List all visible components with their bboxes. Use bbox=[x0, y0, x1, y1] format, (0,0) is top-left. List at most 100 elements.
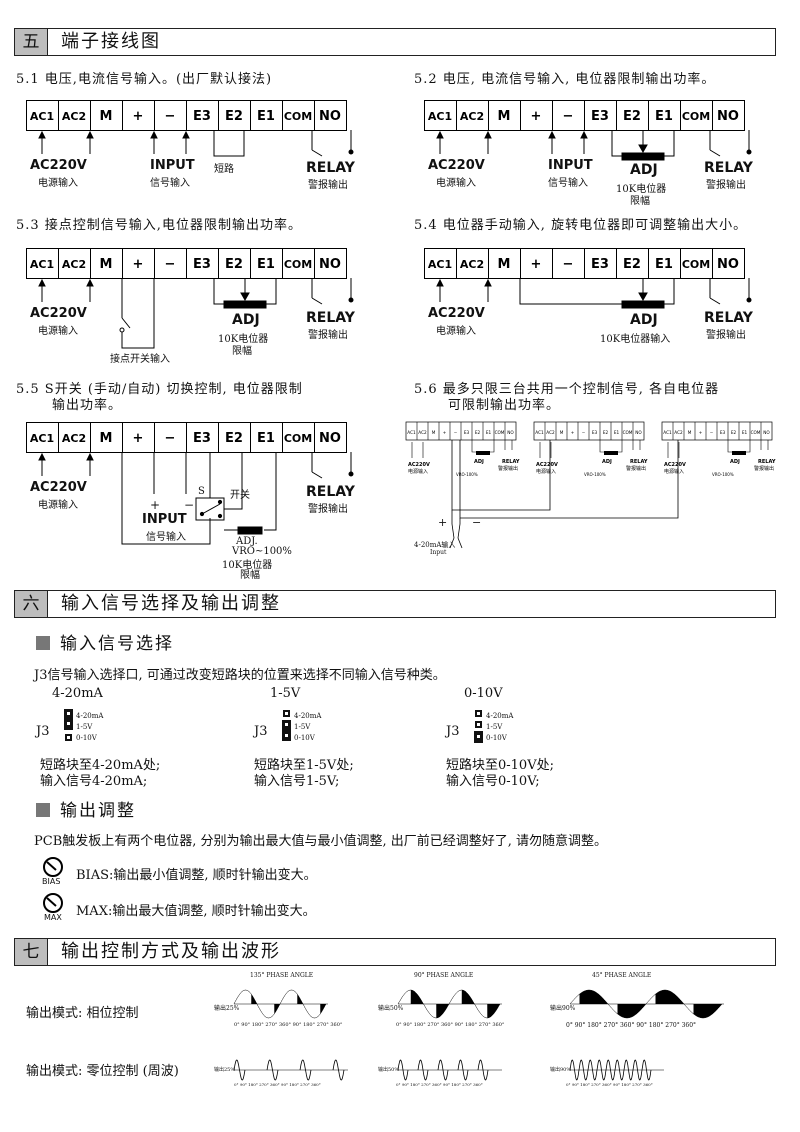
mini-terminal-label: E1 bbox=[486, 430, 492, 435]
alarm-output-label: 警报输出 bbox=[308, 504, 348, 515]
caption-5-4: 5.4 电位器手动输入, 旋转电位器即可调整输出大小。 bbox=[414, 218, 748, 233]
max-potentiometer-icon bbox=[43, 893, 63, 913]
zero-wave-25 bbox=[233, 1059, 348, 1081]
mini-ac220: AC220V bbox=[536, 462, 558, 468]
mini-terminal-label: E3 bbox=[592, 430, 598, 435]
jumper-icon bbox=[282, 710, 291, 741]
input-label: INPUT bbox=[548, 158, 593, 173]
bias-text: BIAS:输出最小值调整, 顺时针输出变大。 bbox=[76, 868, 317, 883]
pot-10k-label: 10K电位器 bbox=[218, 334, 269, 345]
input-label: INPUT bbox=[150, 158, 195, 173]
terminal-1-label: AC2 bbox=[62, 110, 86, 123]
terminal-0-label: AC1 bbox=[428, 110, 452, 123]
ac220-label: AC220V bbox=[428, 158, 485, 173]
square-bullet-icon bbox=[36, 803, 50, 817]
mini-terminal-label: E2 bbox=[475, 430, 481, 435]
mini-terminal-label: AC2 bbox=[418, 430, 427, 435]
mini-terminal-label: E1 bbox=[614, 430, 620, 435]
ac220-label: AC220V bbox=[428, 306, 485, 321]
output-adjust-desc: PCB触发板上有两个电位器, 分别为输出最大值与最小值调整, 出厂前已经调整好了… bbox=[34, 834, 608, 849]
option-line1: 短路块至4-20mA处; bbox=[40, 758, 161, 773]
output-pct-label: 输出90% bbox=[550, 1005, 576, 1012]
mini-alarm-out: 警报输出 bbox=[498, 465, 518, 472]
terminal-8-label: COM bbox=[284, 432, 312, 445]
terminal-2-label: M bbox=[498, 109, 511, 124]
j3-option-4-20ma: 4-20mA J3 4-20mA 1-5V 0-10V 短路块至4-20mA处;… bbox=[36, 686, 266, 789]
output-pct-label: 输出90% bbox=[550, 1067, 572, 1073]
terminal-9-label: NO bbox=[717, 257, 739, 272]
input-small-label: Input bbox=[430, 549, 447, 556]
terminal-6-label: E2 bbox=[225, 431, 243, 446]
mini-vro: VRO-100% bbox=[712, 472, 734, 477]
mini-power-in: 电源输入 bbox=[664, 468, 684, 475]
mini-terminal-label: + bbox=[699, 430, 703, 435]
terminal-6-label: E2 bbox=[623, 109, 641, 124]
terminal-2-label: M bbox=[100, 431, 113, 446]
ma-input-label: 4-20mA输入 bbox=[414, 541, 456, 549]
terminal-3-label: + bbox=[133, 431, 144, 446]
terminal-7-label: E1 bbox=[257, 431, 275, 446]
axis-ticks: 0° 90° 180° 270° 360° 90° 180° 270° 360° bbox=[396, 1022, 505, 1028]
power-input-label: 电源输入 bbox=[436, 178, 476, 189]
mini-terminal-label: E1 bbox=[742, 430, 748, 435]
output-pct-label: 输出50% bbox=[378, 1005, 404, 1012]
axis-ticks: 0° 90° 180° 270° 360° 90° 180° 270° 360° bbox=[234, 1022, 343, 1028]
terminal-4-label: − bbox=[165, 109, 176, 124]
adj-label: ADJ bbox=[630, 162, 658, 178]
caption-5-6b: 可限制输出功率。 bbox=[448, 398, 561, 413]
terminal-6-label: E2 bbox=[623, 257, 641, 272]
mini-terminal-label: NO bbox=[763, 430, 770, 435]
mode-zero-label: 输出模式: 零位控制 (周波) bbox=[26, 1064, 179, 1079]
adj-label: ADJ. bbox=[236, 536, 258, 547]
caption-5-3: 5.3 接点控制信号输入,电位器限制输出功率。 bbox=[16, 218, 302, 233]
terminal-4-label: − bbox=[165, 431, 176, 446]
limit-label: 限幅 bbox=[630, 196, 650, 207]
caption-5-1: 5.1 电压,电流信号输入。(出厂默认接法) bbox=[16, 72, 273, 87]
caption-5-2: 5.2 电压, 电流信号输入, 电位器限制输出功率。 bbox=[414, 72, 716, 87]
mini-alarm-out: 警报输出 bbox=[754, 465, 774, 472]
option-line2: 输入信号1-5V; bbox=[254, 774, 340, 789]
pin-label: 1-5V bbox=[294, 723, 311, 731]
j3-option-0-10v: 0-10V J3 4-20mA 1-5V 0-10V 短路块至0-10V处; 输… bbox=[446, 686, 676, 789]
mini-terminal-label: AC2 bbox=[546, 430, 555, 435]
terminal-1-label: AC2 bbox=[460, 110, 484, 123]
subheading-text: 输入信号选择 bbox=[60, 634, 174, 654]
relay-label: RELAY bbox=[704, 310, 753, 326]
signal-input-label: 信号输入 bbox=[146, 532, 186, 543]
terminal-4-label: − bbox=[165, 257, 176, 272]
subheading-text: 输出调整 bbox=[60, 801, 136, 821]
ac220-label: AC220V bbox=[30, 306, 87, 321]
pot-10k-input-label: 10K电位器输入 bbox=[600, 334, 671, 345]
mini-adj: ADJ bbox=[474, 459, 484, 465]
mini-terminal-label: E3 bbox=[720, 430, 726, 435]
mini-vro: VRO-100% bbox=[456, 472, 478, 477]
mini-terminal-label: COM bbox=[623, 430, 633, 435]
terminal-7-label: E1 bbox=[655, 257, 673, 272]
j3-option-1-5v: 1-5V J3 4-20mA 1-5V 0-10V 短路块至1-5V处; 输入信… bbox=[254, 686, 484, 789]
mini-terminal-label: E2 bbox=[603, 430, 609, 435]
power-input-label: 电源输入 bbox=[38, 178, 78, 189]
mini-terminal-label: E3 bbox=[464, 430, 470, 435]
alarm-output-label: 警报输出 bbox=[706, 180, 746, 191]
relay-label: RELAY bbox=[306, 310, 355, 326]
terminal-9-label: NO bbox=[319, 257, 341, 272]
mini-relay: RELAY bbox=[758, 459, 776, 465]
mini-terminal-label: M bbox=[432, 430, 436, 435]
section-number: 五 bbox=[15, 29, 48, 55]
mini-alarm-out: 警报输出 bbox=[626, 465, 646, 472]
switch-label: 开关 bbox=[230, 490, 250, 501]
pot-10k-label: 10K电位器 bbox=[222, 560, 273, 571]
terminal-0-label: AC1 bbox=[30, 110, 54, 123]
pot-10k-label: 10K电位器 bbox=[616, 184, 667, 195]
limit-label: 限幅 bbox=[232, 346, 252, 357]
relay-label: RELAY bbox=[704, 160, 753, 176]
alarm-output-label: 警报输出 bbox=[308, 330, 348, 341]
section-5-header: 五 端子接线图 bbox=[14, 28, 776, 56]
j3-label: J3 bbox=[446, 724, 460, 739]
relay-label: RELAY bbox=[306, 484, 355, 500]
section-title: 端子接线图 bbox=[61, 31, 161, 52]
